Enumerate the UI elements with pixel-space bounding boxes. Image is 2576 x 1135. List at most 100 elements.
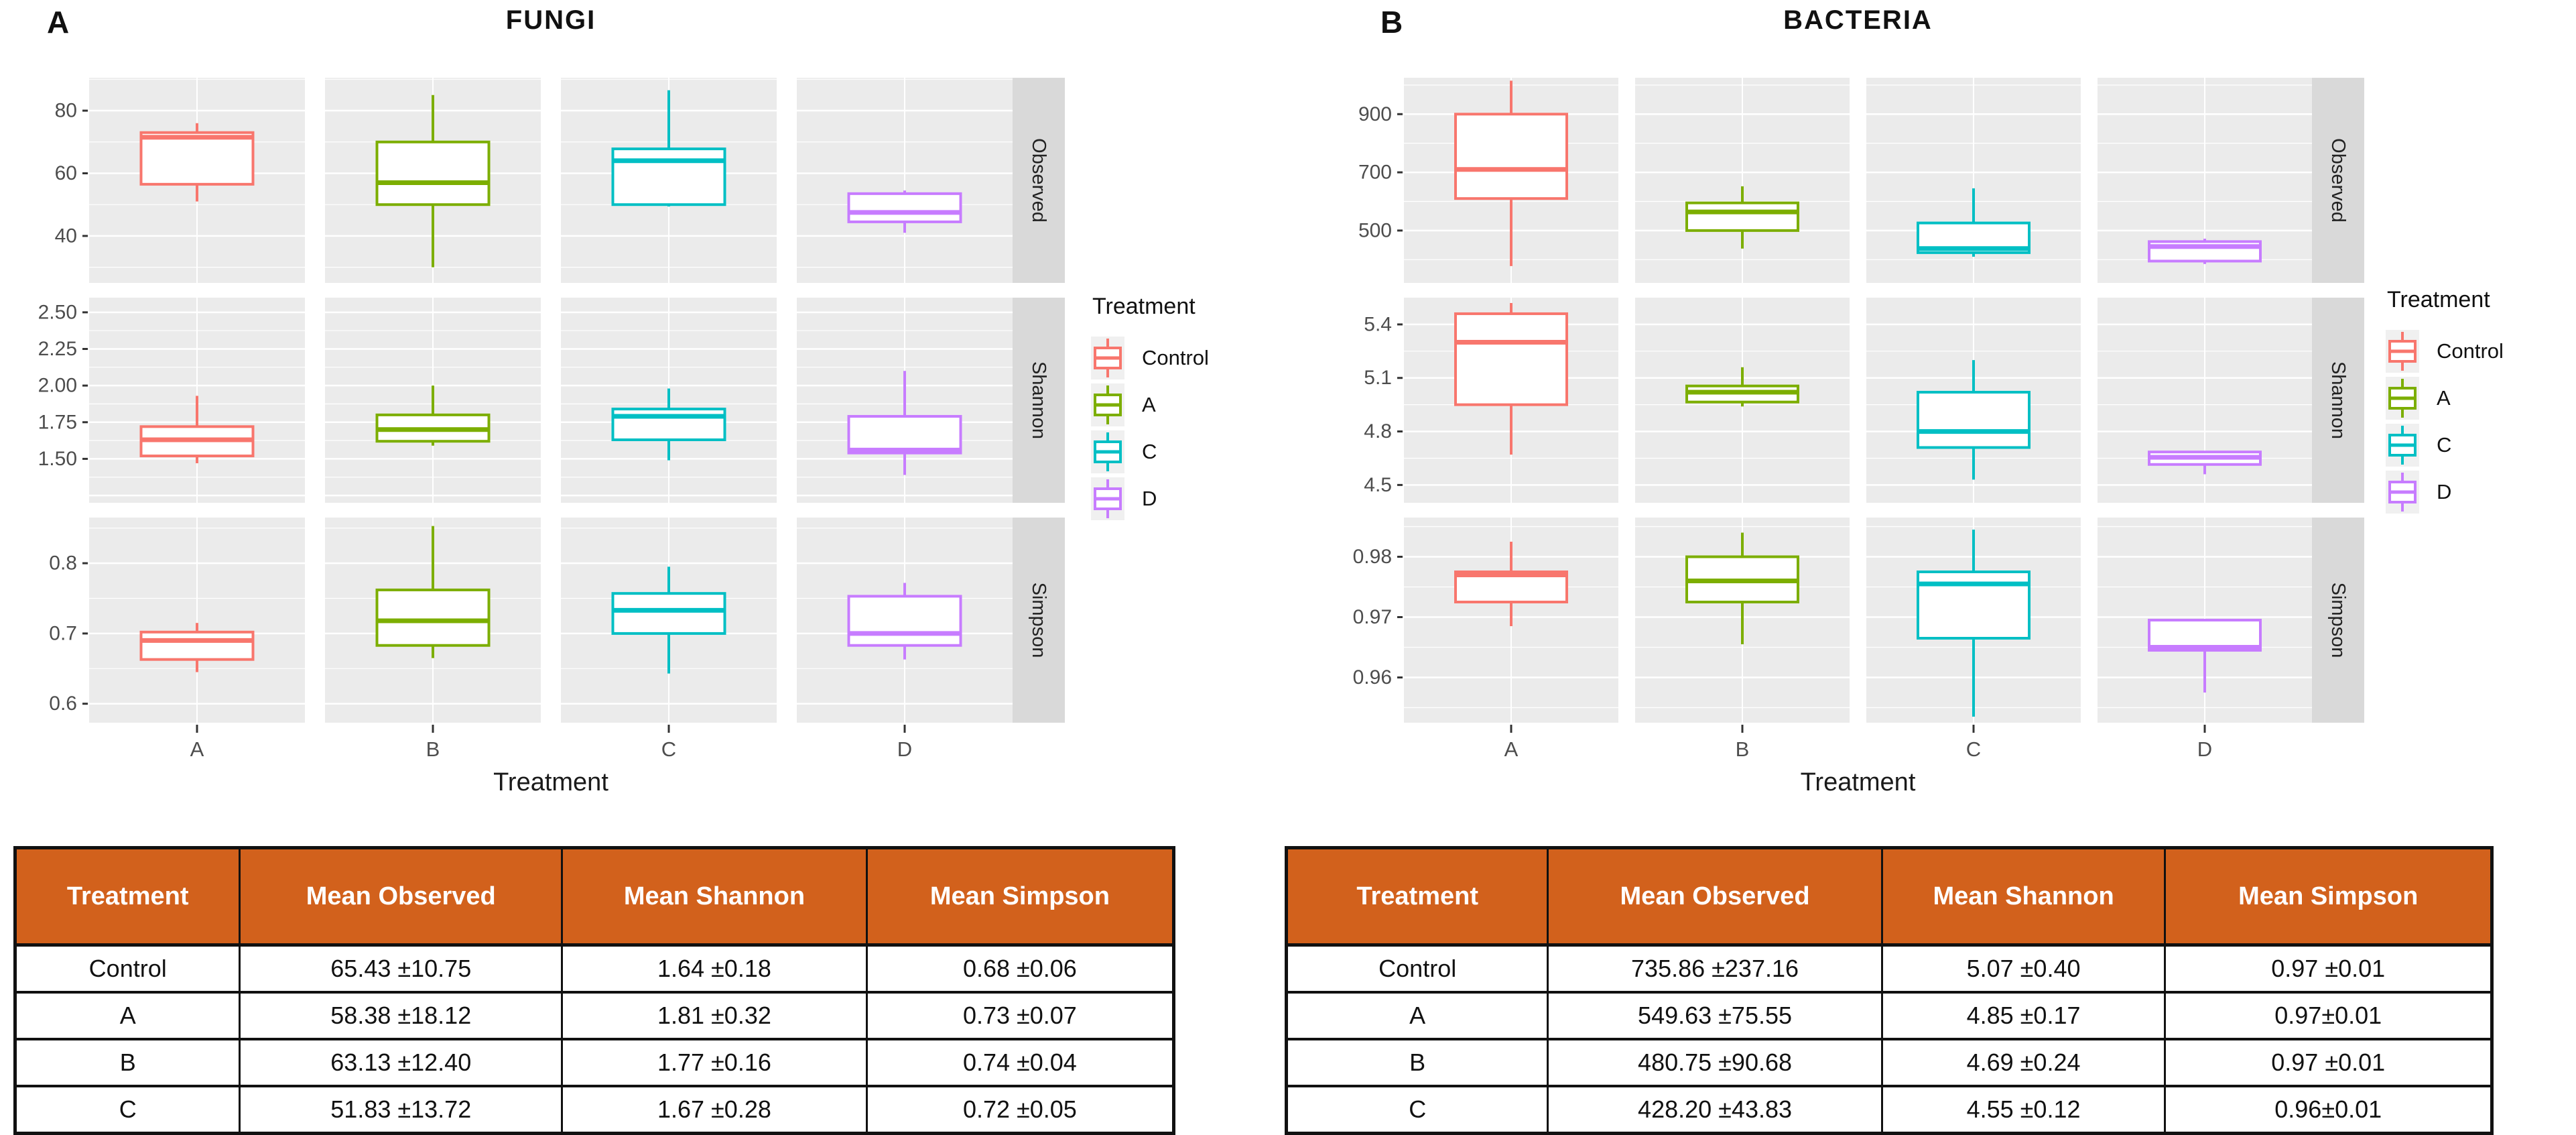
panel-observed-B: [325, 78, 541, 283]
legend-label: Control: [2437, 339, 2504, 363]
table-header-cell: Mean Simpson: [2164, 847, 2493, 947]
table-header-cell: Mean Simpson: [865, 847, 1175, 947]
boxplot-a: [1685, 367, 1799, 407]
table-cell: 63.13 ±12.40: [239, 1038, 564, 1087]
x-category-label: A: [1504, 737, 1519, 761]
legend-label: A: [1142, 393, 1156, 416]
panel-shannon-B: [1635, 298, 1850, 503]
table-cell: 0.72 ±0.05: [865, 1085, 1175, 1134]
panel-simpson-B: [1635, 518, 1850, 723]
y-tick-label: 1.75: [38, 411, 77, 433]
table-cell: 428.20 ±43.83: [1547, 1085, 1883, 1134]
y-tick-label: 2.50: [38, 301, 77, 323]
box-iqr: [611, 408, 726, 442]
panel-simpson-D: [797, 518, 1013, 723]
table-cell: 1.64 ±0.18: [561, 943, 868, 994]
x-category-label: B: [1736, 737, 1750, 761]
boxplot-control: [139, 123, 255, 202]
boxplot-key-icon: [1091, 383, 1124, 426]
x-category-label: C: [661, 737, 676, 761]
box-iqr: [1685, 201, 1799, 232]
table-header-cell: Mean Observed: [1547, 847, 1883, 947]
facet-strip-label: Simpson: [1028, 583, 1049, 658]
panel-shannon-D: [797, 298, 1013, 503]
table-cell: C: [13, 1085, 241, 1134]
box-iqr: [139, 131, 255, 186]
table-header-cell: Treatment: [1285, 847, 1549, 947]
legend-label: D: [1142, 487, 1157, 510]
boxplot-key-icon: [2386, 330, 2419, 373]
table-cell: B: [13, 1038, 241, 1087]
table-cell: 549.63 ±75.55: [1547, 991, 1883, 1040]
boxplot-control: [1454, 542, 1568, 626]
table-cell: A: [1285, 991, 1549, 1040]
panel-observed-D: [2098, 78, 2312, 283]
bacteria-x-axis-title: Treatment: [1800, 768, 1916, 796]
table-cell: 4.55 ±0.12: [1880, 1085, 2167, 1134]
panel-shannon-C: [561, 298, 777, 503]
x-category-label: D: [2197, 737, 2212, 761]
boxplot-c: [1917, 360, 2031, 480]
panel-simpson-C: [1866, 518, 2081, 723]
boxplot-a: [1685, 186, 1799, 249]
x-category-label: D: [897, 737, 912, 761]
legend-entry-a: A: [2386, 375, 2576, 422]
legend-label: Control: [1142, 346, 1209, 369]
boxplot-d: [2148, 239, 2262, 264]
panel-simpson-C: [561, 518, 777, 723]
y-tick-label: 0.98: [1353, 546, 1392, 568]
facet-strip: [2312, 298, 2364, 503]
facet-row-simpson: Simpson 0.60.70.8: [49, 518, 1065, 723]
table-cell: A: [13, 991, 241, 1040]
table-cell: C: [1285, 1085, 1549, 1134]
x-axis-ticks: A B C D: [1504, 725, 2212, 761]
y-tick-label: 0.6: [49, 693, 77, 715]
table-cell: 0.74 ±0.04: [865, 1038, 1175, 1087]
table-header-cell: Mean Observed: [239, 847, 564, 947]
legend-entry-control: Control: [1091, 335, 1285, 381]
y-tick-label: 1.50: [38, 448, 77, 470]
table-cell: 1.67 ±0.28: [561, 1085, 868, 1134]
bacteria-title: BACTERIA: [1783, 5, 1933, 35]
box-iqr: [611, 147, 726, 206]
box-iqr: [611, 592, 726, 635]
x-category-label: B: [426, 737, 440, 761]
boxplot-c: [1917, 188, 2031, 257]
boxplot-control: [139, 396, 255, 463]
legend-entry-a: A: [1091, 381, 1285, 428]
box-iqr: [847, 192, 962, 223]
facet-strip: [1013, 78, 1065, 283]
table-cell: 1.77 ±0.16: [561, 1038, 868, 1087]
panel-shannon-A: [89, 298, 305, 503]
legend-title: Treatment: [2387, 287, 2490, 312]
boxplot-control: [1454, 80, 1568, 266]
boxplot-key-icon: [1091, 337, 1124, 379]
panel-label-b: B: [1380, 5, 1403, 40]
boxplot-d: [847, 371, 962, 475]
table-header-cell: Mean Shannon: [1880, 847, 2167, 947]
table-cell: 0.73 ±0.07: [865, 991, 1175, 1040]
panel-observed-C: [561, 78, 777, 283]
table-cell: 0.97 ±0.01: [2164, 1038, 2493, 1087]
box-iqr: [1454, 312, 1568, 406]
table-header-cell: Treatment: [13, 847, 241, 947]
boxplot-d: [2148, 451, 2262, 475]
box-iqr: [1917, 391, 2031, 449]
y-tick-label: 5.4: [1364, 313, 1392, 335]
boxplot-a: [375, 95, 491, 267]
y-axis-ticks: 0.60.70.8: [49, 552, 88, 715]
x-category-label: C: [1966, 737, 1981, 761]
boxplot-control: [1454, 302, 1568, 455]
legend-entry-d: D: [1091, 475, 1285, 522]
boxplot-c: [1917, 530, 2031, 717]
